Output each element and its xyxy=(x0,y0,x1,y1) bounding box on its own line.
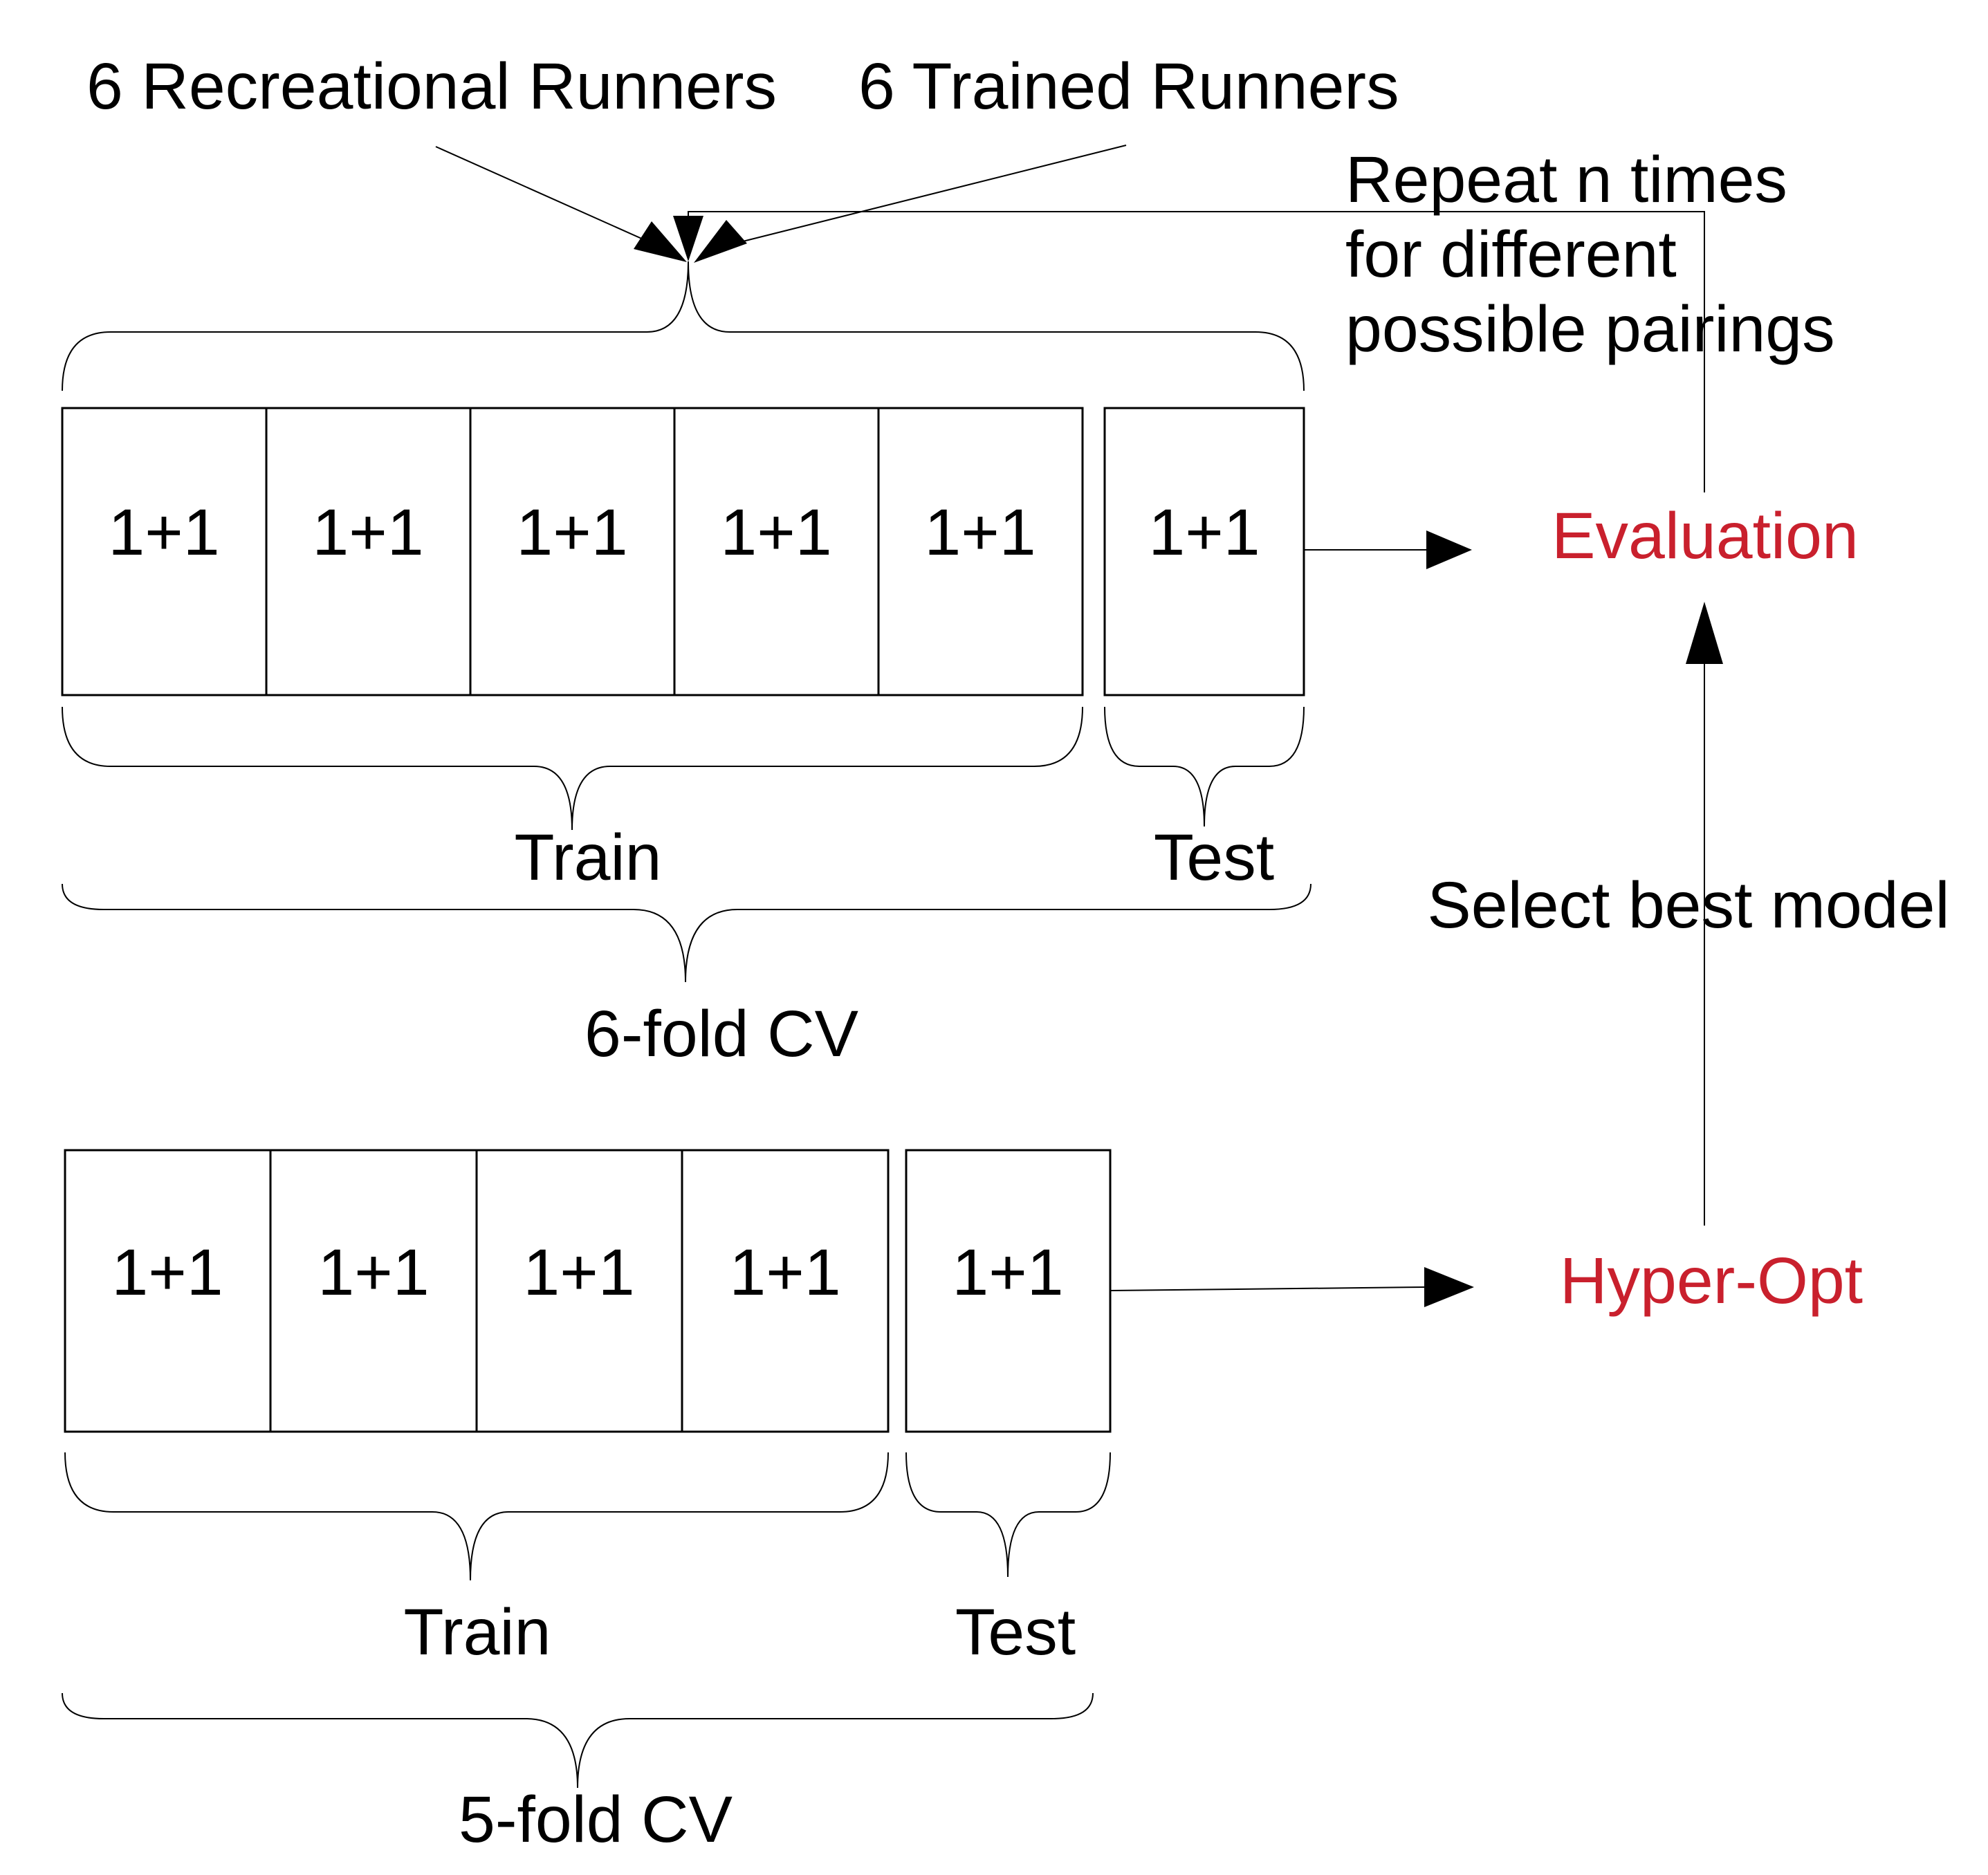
evaluation-arrowhead-icon xyxy=(1426,530,1472,569)
outer-fold-cell-label: 1+1 xyxy=(516,496,627,569)
inner-cv-row: 1+1 1+1 1+1 1+1 1+1 xyxy=(64,1149,1112,1433)
outer-cv-label: 6-fold CV xyxy=(585,997,858,1071)
repeat-note-line-2: for different xyxy=(1345,218,1677,291)
repeat-note: Repeat n times for different possible pa… xyxy=(1345,143,1835,366)
outer-fold-cell-label: 1+1 xyxy=(720,496,831,569)
source-label-trained: 6 Trained Runners xyxy=(858,50,1399,123)
select-best-model-label: Select best model xyxy=(1427,869,1949,942)
evaluation-label: Evaluation xyxy=(1552,499,1859,573)
outer-test-brace xyxy=(1104,706,1305,827)
hyper-opt-arrowhead-icon xyxy=(1424,1267,1474,1307)
inner-test-label: Test xyxy=(955,1596,1076,1669)
repeat-loop-line xyxy=(688,211,1705,492)
inner-fold-cell-label: 1+1 xyxy=(317,1236,429,1309)
inner-fold-cell-label: 1+1 xyxy=(523,1236,634,1309)
select-best-model-arrowhead-icon xyxy=(1686,602,1723,664)
inner-train-label: Train xyxy=(404,1596,551,1669)
inner-fold-cell-label: 1+1 xyxy=(729,1236,840,1309)
merge-line-from-recreational xyxy=(435,146,658,246)
outer-train-block xyxy=(61,407,1084,696)
outer-test-cell-label: 1+1 xyxy=(1148,496,1260,569)
repeat-note-line-1: Repeat n times xyxy=(1345,143,1787,216)
outer-cv-row: 1+1 1+1 1+1 1+1 1+1 1+1 xyxy=(61,407,1305,696)
inner-cv-label: 5-fold CV xyxy=(459,1783,733,1856)
source-label-recreational: 6 Recreational Runners xyxy=(86,50,777,123)
merge-arrowhead-left-icon xyxy=(634,221,687,262)
outer-cv-brace xyxy=(62,883,1311,983)
outer-fold-cell-label: 1+1 xyxy=(108,496,219,569)
inner-cv-brace xyxy=(62,1692,1094,1789)
hyper-opt-arrow xyxy=(1110,1286,1425,1291)
inner-test-cell-label: 1+1 xyxy=(952,1236,1063,1309)
outer-cv-top-brace xyxy=(62,261,1305,391)
merge-arrowhead-down-icon xyxy=(673,216,703,261)
merge-arrowhead-right-icon xyxy=(694,220,747,263)
outer-test-label: Test xyxy=(1154,821,1274,894)
outer-train-brace xyxy=(62,706,1083,831)
inner-test-box xyxy=(905,1149,1112,1433)
inner-fold-cell-label: 1+1 xyxy=(111,1236,223,1309)
hyper-opt-label: Hyper-Opt xyxy=(1560,1244,1863,1318)
outer-train-label: Train xyxy=(515,821,662,894)
outer-fold-cell-label: 1+1 xyxy=(924,496,1036,569)
inner-test-brace xyxy=(905,1452,1111,1578)
inner-train-brace xyxy=(64,1452,889,1581)
outer-fold-cell-label: 1+1 xyxy=(312,496,423,569)
repeat-note-line-3: possible pairings xyxy=(1345,293,1835,366)
merge-line-from-trained xyxy=(734,145,1127,244)
outer-test-box xyxy=(1103,407,1305,696)
